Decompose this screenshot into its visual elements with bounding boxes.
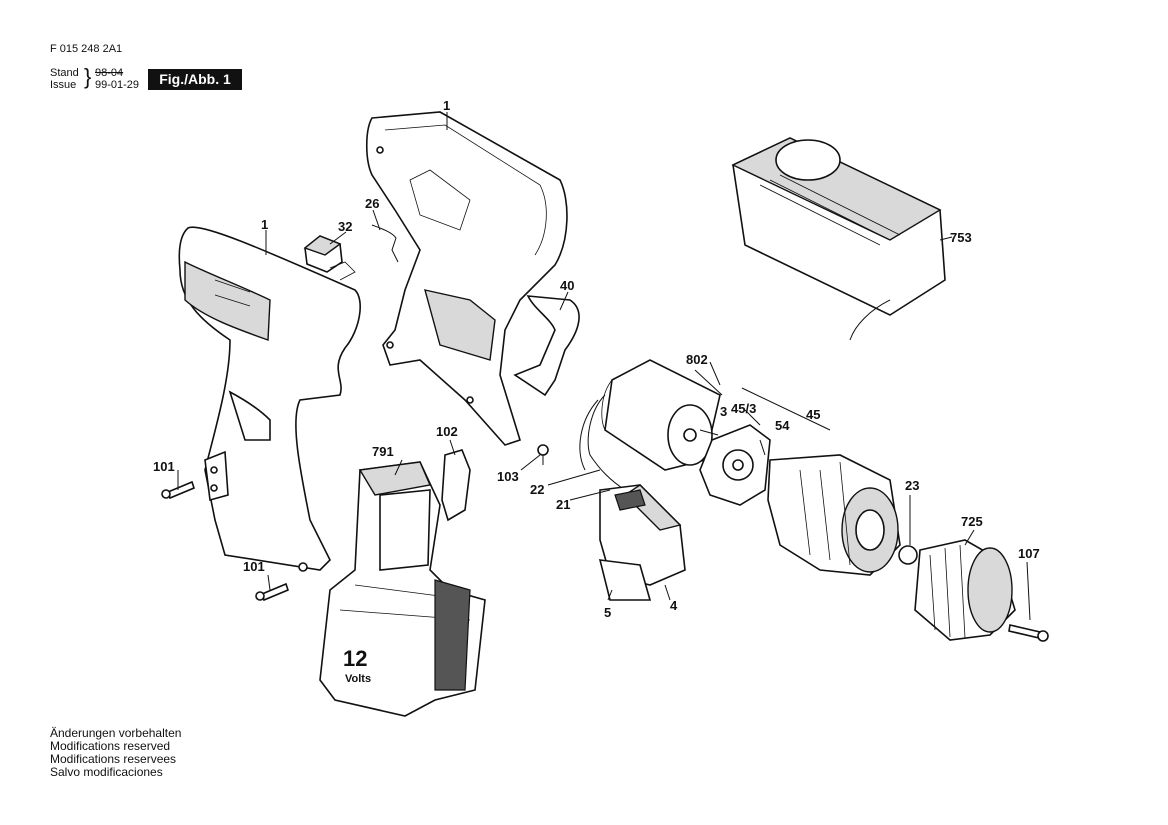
label-part-22: 22	[530, 482, 544, 497]
label-part-54: 54	[775, 418, 790, 433]
label-part-21: 21	[556, 497, 570, 512]
label-part-1-top: 1	[443, 98, 450, 113]
housing-left-shell	[178, 226, 361, 572]
battery-pack-part-791	[319, 461, 486, 717]
stand-label: Stand	[50, 67, 79, 79]
battery-voltage: 12	[343, 646, 367, 671]
label-part-3: 3	[720, 404, 727, 419]
footer-line-de: Änderungen vorbehalten	[50, 726, 182, 740]
label-part-107: 107	[1018, 546, 1040, 561]
washer-part-23	[898, 545, 918, 565]
modifications-notice: Änderungen vorbehalten Modifications res…	[50, 727, 181, 779]
label-part-40: 40	[560, 278, 574, 293]
label-part-791: 791	[372, 444, 394, 459]
label-part-23: 23	[905, 478, 919, 493]
label-part-1-left: 1	[261, 217, 268, 232]
stand-old-date: 98-04	[95, 67, 124, 79]
label-part-45: 45	[806, 407, 820, 422]
label-part-4: 4	[670, 598, 678, 613]
label-part-753: 753	[950, 230, 972, 245]
screw-part-107	[1008, 624, 1049, 642]
label-part-32: 32	[338, 219, 352, 234]
footer-line-es: Salvo modificaciones	[50, 765, 163, 779]
trigger-switch-part-4	[599, 484, 686, 586]
leader-lines	[177, 112, 1031, 621]
issue-date: 99-01-29	[95, 79, 140, 91]
label-part-5: 5	[604, 605, 611, 620]
spring-part-26	[371, 224, 399, 263]
label-part-103: 103	[497, 469, 519, 484]
label-part-802: 802	[686, 352, 708, 367]
switch-slider-part-32	[303, 235, 356, 281]
tube-part-102	[441, 449, 471, 522]
gear-plate-part-45-3	[699, 424, 771, 506]
label-part-101-lower: 101	[243, 559, 265, 574]
bracket-part-40	[513, 295, 580, 397]
footer-line-fr: Modifications reservees	[50, 752, 177, 766]
label-part-26: 26	[365, 196, 379, 211]
label-part-725: 725	[961, 514, 983, 529]
wires-part-21-22	[579, 394, 626, 491]
label-part-102: 102	[436, 424, 458, 439]
gearbox-part-45	[767, 454, 901, 576]
label-part-101-upper: 101	[153, 459, 175, 474]
document-number: F 015 248 2A1	[50, 43, 123, 55]
screw-part-101-lower	[255, 582, 289, 602]
brace-icon: }	[84, 64, 92, 89]
housing-right-shell	[365, 111, 568, 446]
screw-part-101-upper	[161, 480, 195, 500]
figure-badge: Fig./Abb. 1	[148, 69, 242, 90]
battery-unit: Volts	[345, 673, 371, 685]
footer-line-en: Modifications reserved	[50, 739, 171, 753]
motor-part-802	[601, 359, 721, 471]
label-part-45-3: 45/3	[731, 401, 756, 416]
chuck-part-725	[914, 539, 1016, 641]
charger-part-753	[731, 137, 946, 341]
screw-part-103	[537, 444, 549, 465]
terminal-block-part-5	[598, 559, 652, 601]
issue-label: Issue	[50, 79, 77, 91]
